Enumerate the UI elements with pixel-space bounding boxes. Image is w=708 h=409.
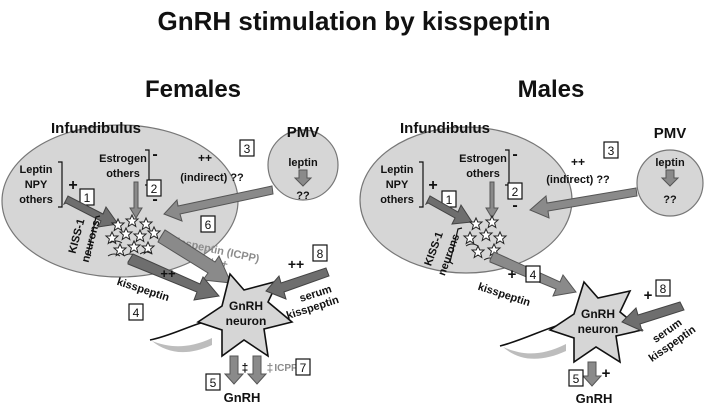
males-estrogen-bracket <box>505 149 510 186</box>
females-number-2-box <box>146 179 162 197</box>
females-gnrh-output-label: GnRH <box>224 390 261 405</box>
males-number-8: 8 <box>660 282 667 296</box>
females-leptin-text: Leptin <box>20 164 53 176</box>
females-number-6: 6 <box>205 218 212 232</box>
females-number-3-box <box>239 139 255 157</box>
females-infundibulus-label: Infundibulus <box>51 120 141 137</box>
females-indirect-label: (indirect) ?? <box>180 172 244 184</box>
females-gnrh-out-arrow <box>223 355 245 385</box>
females-number-5: 5 <box>210 376 217 390</box>
females-heading: Females <box>145 76 241 103</box>
males-pmv-label: PMV <box>654 125 687 142</box>
males-infundibulus-label: Infundibulus <box>400 120 490 137</box>
females-number-8-box <box>312 244 328 262</box>
males-number-4-box <box>525 265 541 283</box>
females-serum-sign: ++ <box>288 256 304 272</box>
males-estrogen-arrow <box>485 181 499 219</box>
males-estrogen-others-text: others <box>466 168 500 180</box>
females-estrogen-arrow <box>129 181 143 219</box>
males-number-1: 1 <box>446 193 453 207</box>
females-indirect-sign: ++ <box>198 151 212 165</box>
males-number-2: 2 <box>512 185 519 199</box>
females-number-1-box <box>79 188 95 206</box>
males-leptin-bracket <box>419 161 424 208</box>
males-number-4: 4 <box>530 268 537 282</box>
males-estrogen-sign-top: - <box>512 146 517 163</box>
females-number-4-box <box>128 303 144 321</box>
females-estrogen-others-text: others <box>106 168 140 180</box>
females-out-sign-2: ‡ <box>267 361 274 375</box>
males-number-5: 5 <box>573 372 580 386</box>
males-pmv-leptin: leptin <box>655 157 685 169</box>
males-number-3: 3 <box>608 144 615 158</box>
females-out-sign-1: ‡ <box>242 361 249 375</box>
females-serum-arrow <box>265 267 330 300</box>
females-kiss-neuron-cluster <box>105 214 161 257</box>
females-pmv-region <box>267 129 339 201</box>
females-number-2: 2 <box>151 182 158 196</box>
males-pmv-to-kiss-arrow <box>529 187 638 219</box>
males-gnrh-neuron-label-1: GnRH <box>581 307 615 321</box>
females-kiss-bracket <box>87 215 101 257</box>
females-icpp-small: ICPP <box>274 363 298 374</box>
diagram-title: GnRH stimulation by kisspeptin <box>158 6 551 36</box>
males-kisspeptin-label: kisspeptin <box>476 281 532 309</box>
males-kiss-bracket <box>449 227 463 265</box>
females-estrogen-sign-bottom: - <box>152 191 157 208</box>
males-panel: Males Infundibulus PMV leptin ?? Leptin … <box>359 76 704 406</box>
males-kisspeptin-sign: + <box>508 266 517 283</box>
males-axon-shadow <box>503 344 566 359</box>
females-number-5-box <box>205 373 221 391</box>
females-panel: Females Infundibulus PMV leptin ?? Lepti… <box>1 76 341 405</box>
males-gnrh-out-arrow <box>581 361 603 387</box>
females-pmv-leptin: leptin <box>288 157 318 169</box>
females-others-text: others <box>19 194 53 206</box>
males-gnrh-output-label: GnRH <box>576 391 613 406</box>
males-number-5-box <box>568 369 584 387</box>
females-axon-shadow <box>152 338 212 353</box>
males-serum-sign: + <box>644 287 653 304</box>
males-gnrh-neuron-label-2: neuron <box>578 322 619 336</box>
females-pmv-qq: ?? <box>296 190 310 202</box>
males-gnrh-neuron <box>548 280 644 364</box>
females-number-4: 4 <box>133 306 140 320</box>
females-gnrh-neuron-label-1: GnRH <box>229 299 263 313</box>
males-number-8-box <box>655 279 671 297</box>
males-out-sign: + <box>602 365 611 382</box>
females-number-8: 8 <box>317 247 324 261</box>
females-pmv-to-kiss-arrow <box>163 185 274 222</box>
males-pmv-qq: ?? <box>663 194 677 206</box>
males-estrogen-sign-bottom: - <box>512 197 517 214</box>
males-number-2-box <box>507 182 523 200</box>
males-number-3-box <box>603 141 619 159</box>
females-number-7-box <box>295 358 311 376</box>
females-estrogen-sign-top: - <box>152 146 157 163</box>
females-number-6-box <box>200 215 216 233</box>
females-estrogen-text: Estrogen <box>99 153 147 165</box>
females-pmv-down-arrow <box>293 169 313 187</box>
females-gnrh-neuron-label-2: neuron <box>226 314 267 328</box>
males-pmv-down-arrow <box>660 169 680 187</box>
males-estrogen-text: Estrogen <box>459 153 507 165</box>
females-kisspeptin-arrow <box>127 253 220 301</box>
females-leptin-bracket <box>58 161 63 208</box>
males-serum-arrow <box>621 301 685 332</box>
males-others-text: others <box>380 194 414 206</box>
males-leptin-text: Leptin <box>381 164 414 176</box>
females-pmv-label: PMV <box>287 124 320 141</box>
females-number-1: 1 <box>84 191 91 205</box>
males-indirect-sign: ++ <box>571 155 585 169</box>
males-indirect-label: (indirect) ?? <box>546 174 610 186</box>
females-npy-text: NPY <box>25 179 48 191</box>
females-number-3: 3 <box>244 142 251 156</box>
females-kisspeptin-sign: ++ <box>160 266 176 281</box>
males-heading: Males <box>518 76 585 103</box>
females-icpp-out-arrow <box>246 355 268 385</box>
females-leptin-sign: + <box>68 177 77 194</box>
females-number-7: 7 <box>300 361 307 375</box>
males-leptin-sign: + <box>428 177 437 194</box>
males-npy-text: NPY <box>386 179 409 191</box>
